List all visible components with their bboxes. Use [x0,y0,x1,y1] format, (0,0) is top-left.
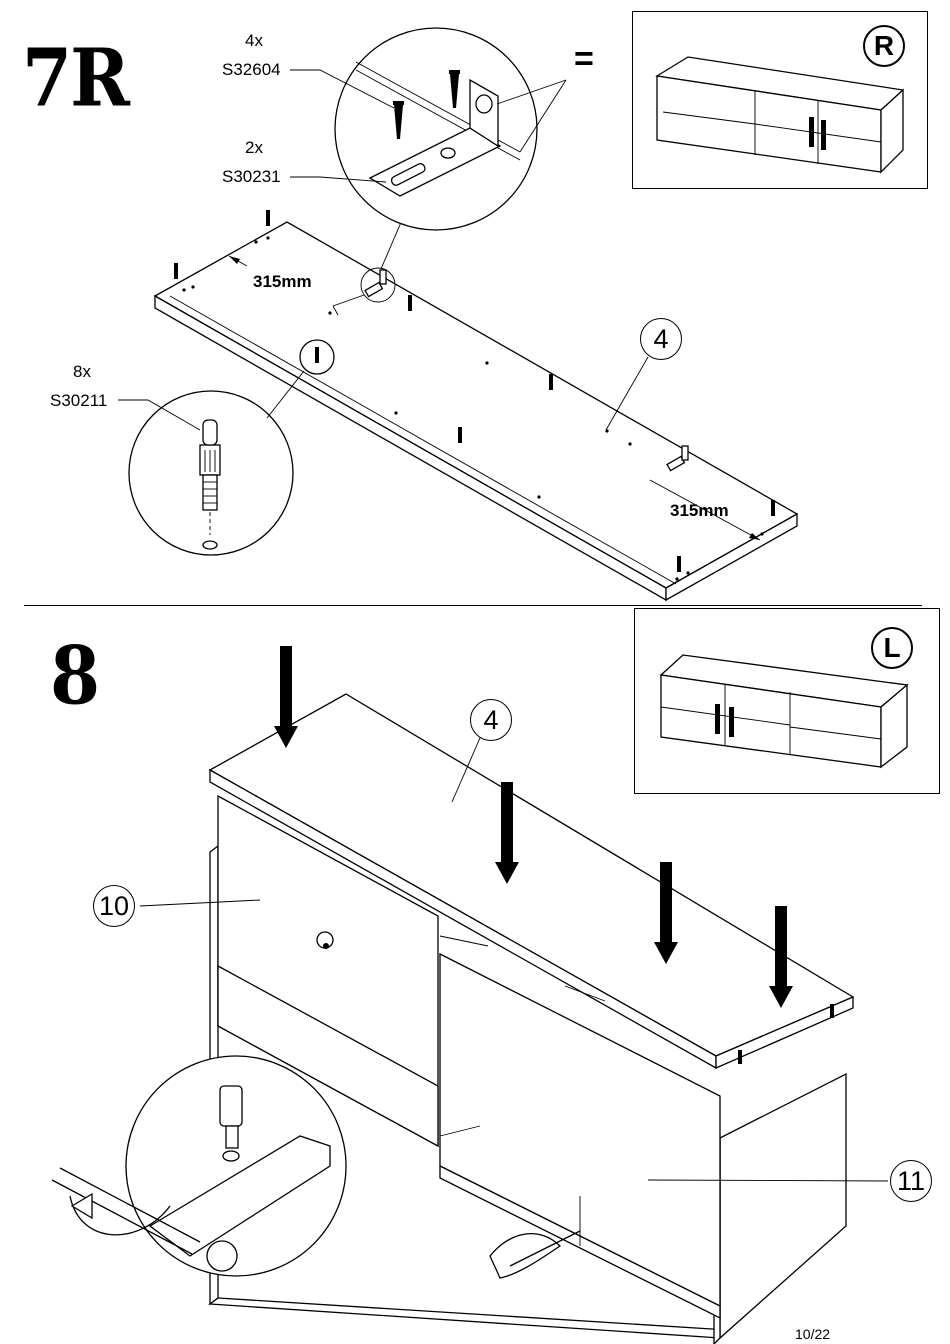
part-label-4-step7r: 4 [640,318,682,360]
bracket-zoom [334,27,538,231]
top-panel-4 [208,693,855,1070]
dowel-quantity: 8x [73,362,91,381]
bracket-quantity: 2x [245,138,263,157]
screwdriver-zoom [51,1055,347,1277]
step-divider [24,605,922,606]
bolt-quantity: 4x [245,31,263,50]
variant-badge-r: R [863,25,905,67]
hand-illustration [489,1230,581,1279]
tv-unit-preview-right [655,56,905,174]
variant-preview-left: L [634,608,940,794]
part-label-11: 11 [890,1160,932,1202]
panel-4-board [153,221,799,602]
step-7r-illustration [118,27,799,602]
equals-sign: = [574,40,594,78]
bolt-code: S32604 [222,60,281,79]
dimension-lines [228,255,761,541]
bottom-shelves [439,1125,721,1320]
dowels-on-top-panel [738,1004,834,1064]
dowel-code: S30211 [50,391,108,410]
part-label-10: 10 [93,885,135,927]
variant-preview-right: R [632,11,928,189]
dowel-zoom [128,390,294,556]
step-number-7r: 7R [22,30,130,125]
door-10 [217,794,439,1148]
page-number: 10/22 [795,1326,831,1342]
dimension-label-right: 315mm [670,501,729,520]
step-8-illustration [51,646,889,1344]
bracket-code: S30231 [222,167,281,186]
down-arrows [274,646,793,1008]
tv-unit-preview-left [659,654,909,769]
step-number-8: 8 [50,628,100,723]
dowel-pins [174,210,775,572]
dimension-label-left: 315mm [253,272,312,291]
brackets-on-panel [364,269,689,472]
variant-badge-l: L [871,627,913,669]
part-label-4-step8: 4 [470,699,512,741]
